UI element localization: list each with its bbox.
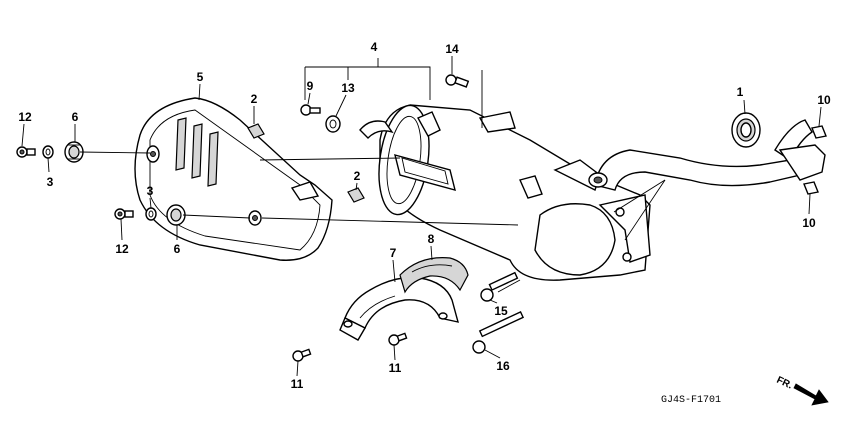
gasket-13 xyxy=(325,115,341,133)
callout-10-lower: 10 xyxy=(802,216,816,230)
heat-shield xyxy=(134,97,333,261)
callout-6-lower: 6 xyxy=(174,242,181,256)
heat-protector xyxy=(399,257,469,294)
callout-labels: 1 2 2 3 3 4 5 6 6 7 8 9 10 10 11 11 12 1… xyxy=(18,40,831,391)
muffler-guard xyxy=(339,276,459,341)
exhaust-pipe xyxy=(588,119,826,191)
muffler-body xyxy=(359,104,651,281)
callout-1: 1 xyxy=(737,85,744,99)
callout-11-left: 11 xyxy=(291,377,304,391)
callout-10-upper: 10 xyxy=(817,93,831,107)
callout-8: 8 xyxy=(428,232,435,246)
bolt-15 xyxy=(480,271,519,302)
callout-12-lower: 12 xyxy=(115,242,129,256)
collar-3-upper xyxy=(42,145,54,159)
callout-7: 7 xyxy=(390,246,397,260)
bolt-11-right xyxy=(388,332,408,346)
callout-11-right: 11 xyxy=(389,361,402,375)
callout-15: 15 xyxy=(494,304,508,318)
callout-13: 13 xyxy=(341,81,355,95)
callout-14: 14 xyxy=(445,42,459,56)
bolt-11-left xyxy=(292,348,312,362)
bolt-12-lower xyxy=(114,208,134,220)
diagram-code: GJ4S-F1701 xyxy=(661,395,721,406)
nut-10-lower xyxy=(803,181,819,195)
bolt-16 xyxy=(472,310,525,354)
collar-3-lower xyxy=(145,207,157,221)
callout-2-upper: 2 xyxy=(251,92,258,106)
callout-3-upper: 3 xyxy=(47,175,54,189)
callout-4: 4 xyxy=(371,40,378,54)
callout-2-lower: 2 xyxy=(354,169,361,183)
callout-9: 9 xyxy=(307,79,314,93)
front-direction-indicator: FR. xyxy=(775,375,829,406)
callout-12-upper: 12 xyxy=(18,110,32,124)
bolt-12-upper xyxy=(16,146,36,158)
callout-3-lower: 3 xyxy=(147,184,154,198)
front-arrow-icon xyxy=(793,383,829,406)
grommet-6-lower xyxy=(166,204,186,226)
leader-lines xyxy=(79,58,666,293)
callout-5: 5 xyxy=(197,70,204,84)
front-label: FR. xyxy=(775,375,794,392)
clip-nut-2-lower xyxy=(347,187,365,203)
bolt-14 xyxy=(445,74,470,88)
exhaust-gasket xyxy=(731,112,761,148)
clip-nut-2-upper xyxy=(247,123,265,139)
callout-6-upper: 6 xyxy=(72,110,79,124)
nut-10-upper xyxy=(811,125,827,139)
callout-16: 16 xyxy=(496,359,510,373)
bolt-9 xyxy=(300,104,321,116)
